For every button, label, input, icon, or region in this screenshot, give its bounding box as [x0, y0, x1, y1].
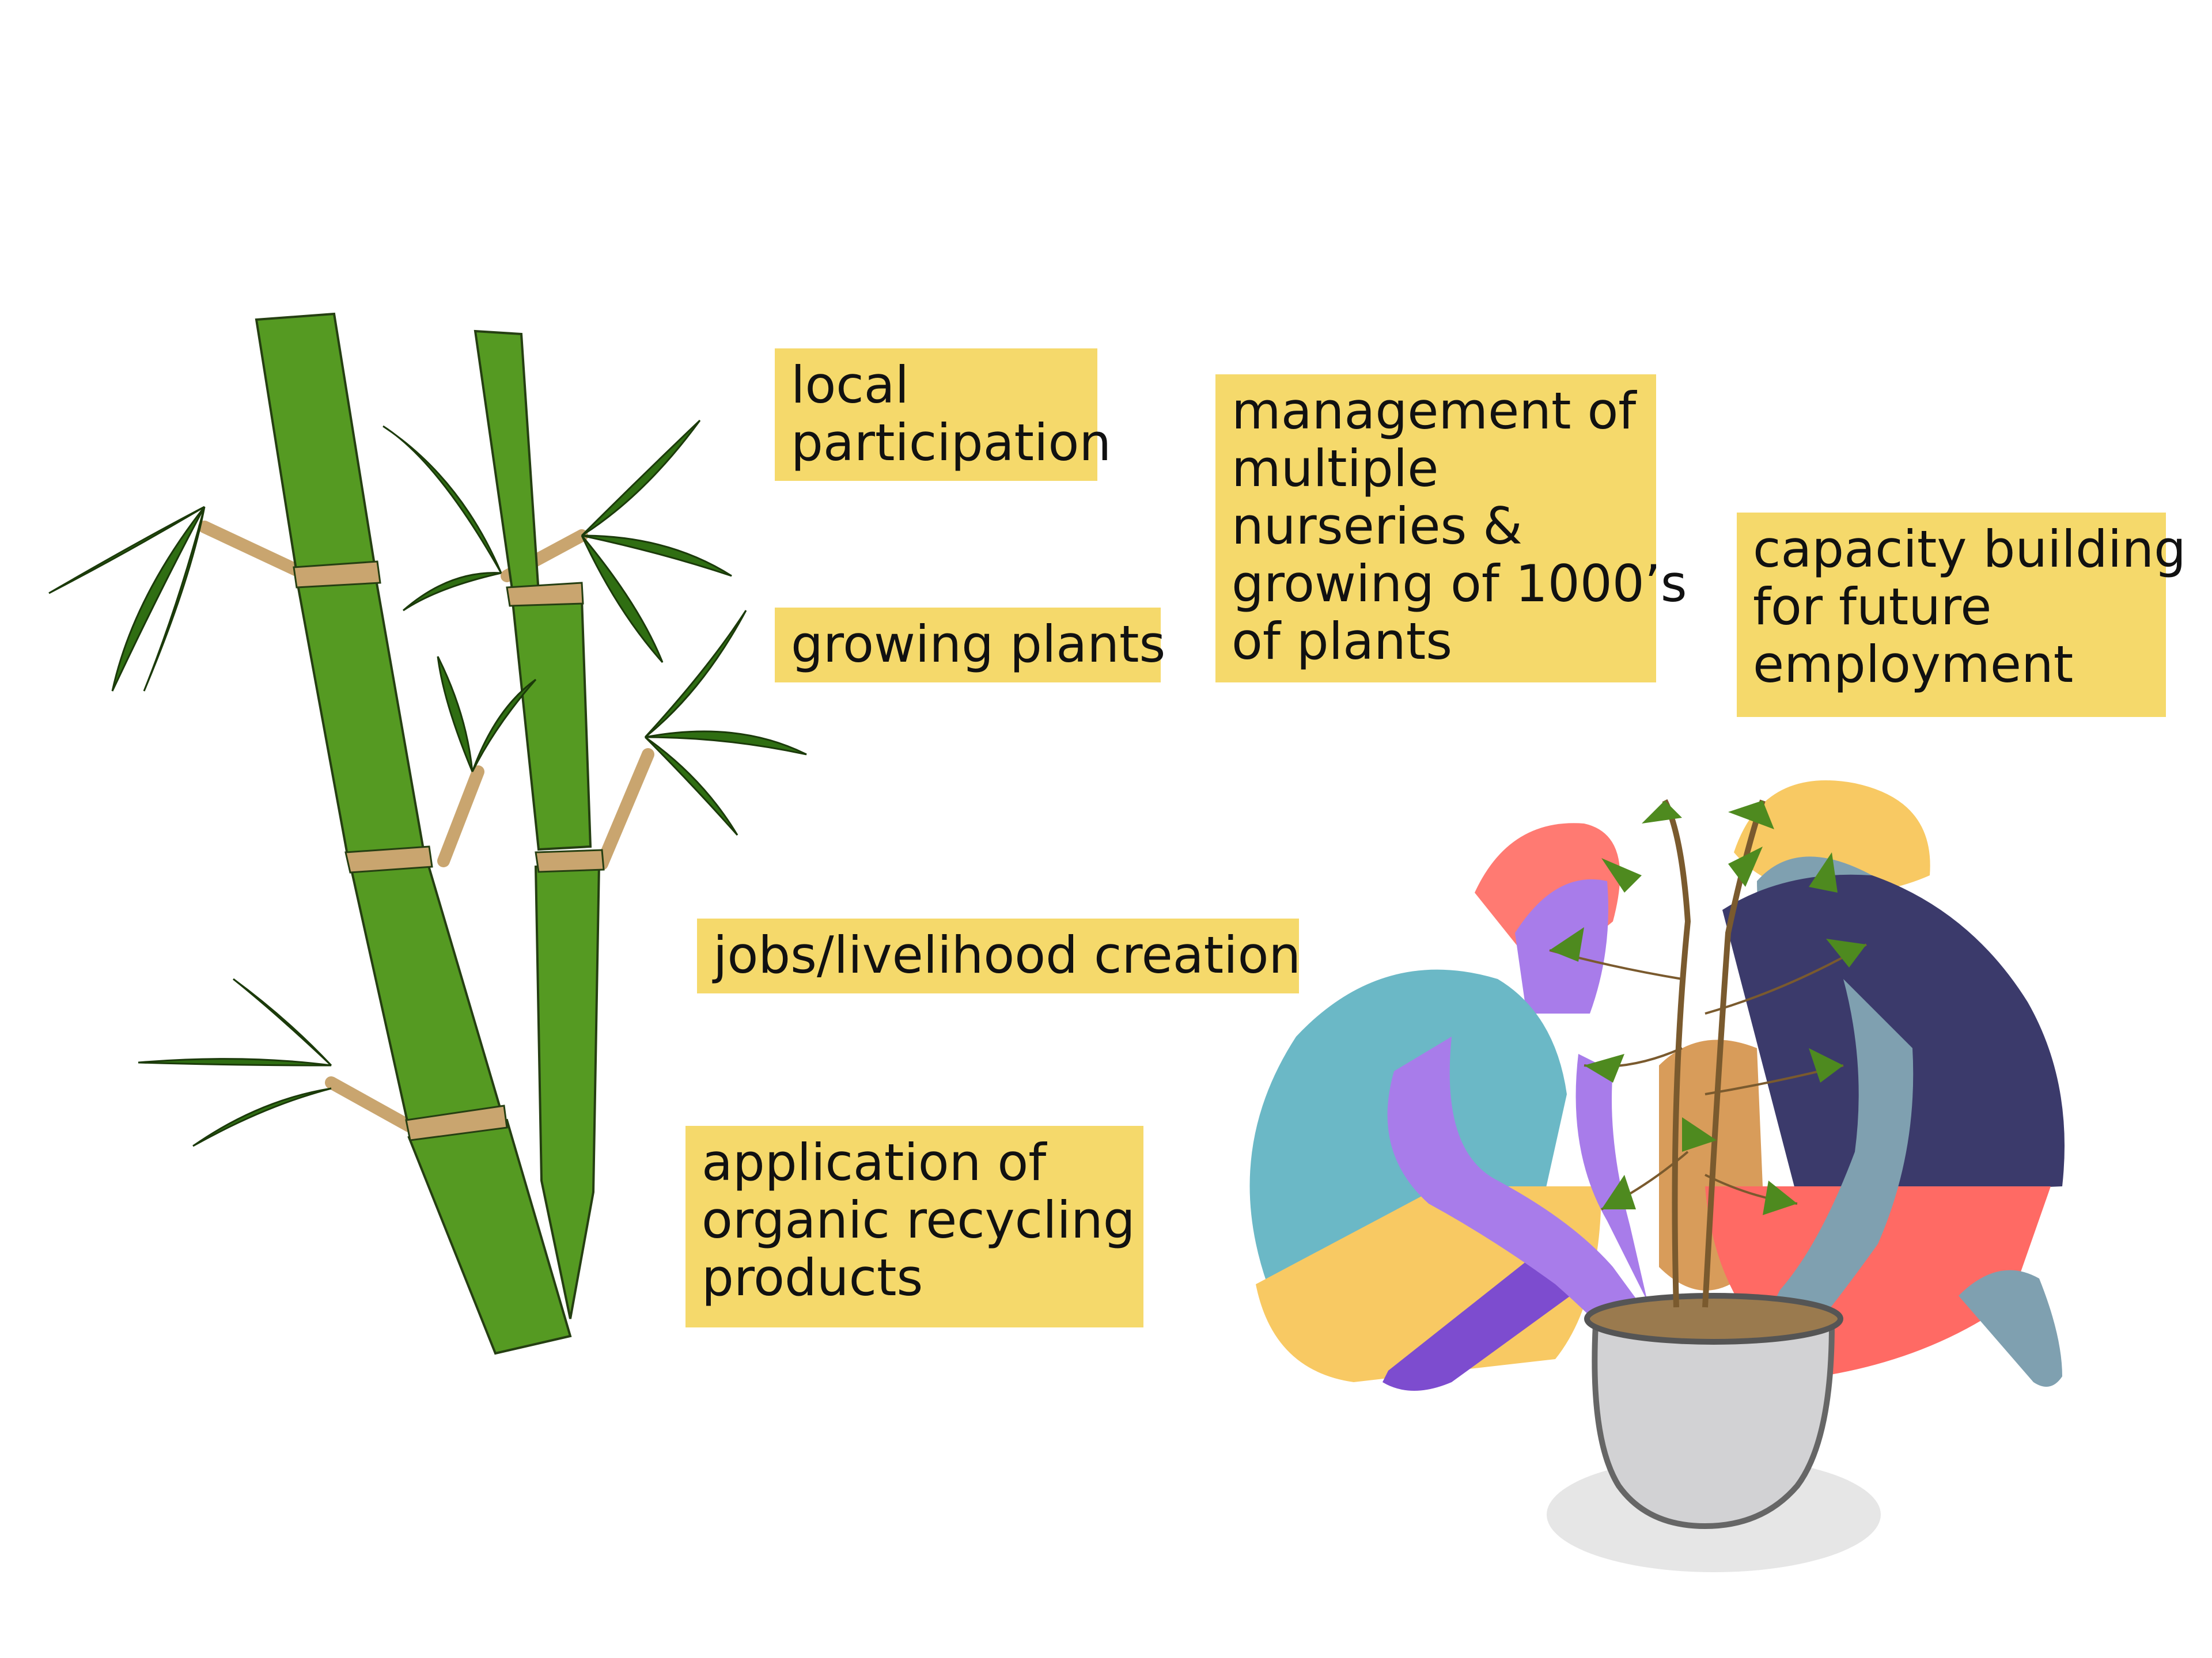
label-growing-plants: growing plants	[775, 608, 1166, 682]
label-line: of plants	[1232, 612, 1453, 671]
label-line: for future	[1753, 577, 1992, 636]
label-line: participation	[791, 413, 1112, 472]
label-line: jobs/livelihood creation	[713, 925, 1301, 985]
label-line: growing of 1000’s	[1232, 554, 1687, 613]
label-line: growing plants	[791, 614, 1166, 674]
label-line: application of	[702, 1133, 1047, 1192]
sapling-stems	[1662, 799, 1766, 1308]
label-line: capacity building	[1753, 519, 2186, 579]
label-jobs-livelihood: jobs/livelihood creation	[697, 919, 1301, 993]
person2-foot	[1959, 1270, 2062, 1387]
pot-soil	[1584, 1293, 1843, 1345]
person1-arm	[1387, 1037, 1682, 1376]
label-line: nurseries &	[1232, 496, 1522, 556]
label-line: management of	[1232, 381, 1637, 441]
sapling-leaves	[1550, 800, 1866, 1215]
label-line: products	[702, 1248, 923, 1307]
label-management-nurseries: management of multiple nurseries & growi…	[1215, 374, 1687, 682]
person2-arm	[1740, 979, 1914, 1382]
label-line: multiple	[1232, 439, 1439, 498]
label-organic-recycling: application of organic recycling product…	[685, 1126, 1143, 1327]
label-line: employment	[1753, 635, 2074, 694]
pot-body	[1592, 1322, 1835, 1530]
label-line: organic recycling	[702, 1190, 1135, 1250]
label-local-participation: local participation	[775, 348, 1112, 481]
label-capacity-building: capacity building for future employment	[1737, 513, 2186, 717]
label-line: local	[791, 355, 910, 415]
person1-leg	[1382, 1261, 1578, 1391]
